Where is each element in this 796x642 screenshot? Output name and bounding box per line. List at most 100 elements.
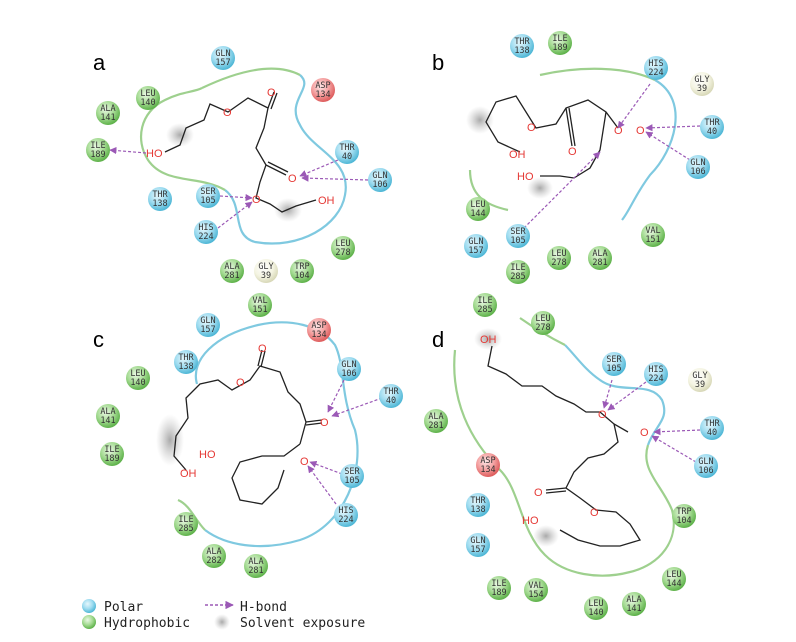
- atom-label: O: [252, 194, 261, 206]
- residue-number: 151: [645, 235, 660, 245]
- residue-name: LEU: [588, 599, 603, 609]
- residue-name: VAL: [528, 581, 543, 591]
- pocket-outline: [468, 67, 677, 221]
- residue-number: 157: [200, 325, 215, 335]
- residue-number: 151: [252, 305, 267, 315]
- residue-number: 140: [588, 608, 603, 618]
- residue-name: ASP: [315, 81, 330, 91]
- residue-number: 281: [592, 258, 607, 268]
- residue-name: VAL: [645, 226, 660, 236]
- residue-number: 281: [248, 566, 263, 576]
- residue-name: ALA: [626, 595, 641, 605]
- residue-name: THR: [339, 143, 355, 153]
- residue-number: 224: [338, 515, 353, 525]
- legend-label: Polar: [104, 600, 143, 615]
- hydrophobic-swatch-icon: [82, 615, 96, 629]
- residue-name: ALA: [100, 104, 115, 114]
- residue-number: 39: [261, 271, 271, 281]
- residue-name: GLY: [694, 75, 709, 85]
- residue-name: THR: [514, 37, 530, 47]
- ligand: [485, 95, 619, 179]
- residue-number: 224: [648, 68, 663, 78]
- ligand-atoms: OH O O O O HO: [480, 334, 649, 527]
- residue-name: GLN: [698, 457, 713, 467]
- residue-name: ILE: [552, 34, 567, 44]
- residue-name: HIS: [648, 59, 663, 69]
- residue-name: THR: [704, 118, 720, 128]
- hbond-lines: [109, 146, 369, 229]
- residue-number: 106: [690, 167, 705, 177]
- atom-label: O: [640, 427, 649, 439]
- residue-name: THR: [178, 353, 194, 363]
- residue-name: ALA: [248, 557, 263, 567]
- atom-label: OH: [318, 195, 335, 207]
- residue-name: ILE: [477, 296, 492, 306]
- residue-name: THR: [383, 387, 399, 397]
- residue-name: SER: [344, 467, 360, 477]
- residue-number: 104: [676, 516, 691, 526]
- atom-label: OH: [509, 149, 526, 161]
- solvent-exposure: [156, 414, 184, 466]
- residue-name: TRP: [676, 507, 691, 517]
- panel-label-d: d: [432, 327, 444, 352]
- ligand-atoms: O O O O HO OH: [180, 343, 329, 480]
- residue-number: 278: [535, 323, 550, 333]
- legend-item-hbond: H-bond: [205, 600, 287, 615]
- solvent-exposure-icon: [214, 614, 230, 630]
- residue-number: 140: [130, 378, 145, 388]
- residue-number: 39: [695, 380, 705, 390]
- pocket-outline: [139, 67, 347, 245]
- residue-number: 39: [697, 84, 707, 94]
- atom-label: O: [534, 487, 543, 499]
- residue-number: 281: [428, 421, 443, 431]
- residue-number: 134: [315, 90, 330, 100]
- residue-name: ILE: [491, 579, 506, 589]
- residue-number: 106: [372, 180, 387, 190]
- residue-number: 278: [335, 248, 350, 258]
- residue-name: ALA: [100, 407, 115, 417]
- atom-label: O: [568, 146, 577, 158]
- pocket-outline: [453, 317, 675, 577]
- residue-number: 140: [140, 98, 155, 108]
- residue-name: TRP: [294, 262, 309, 272]
- atom-label: HO: [199, 449, 216, 461]
- residue-name: LEU: [551, 249, 566, 259]
- residue-number: 224: [198, 232, 213, 242]
- residue-number: 144: [470, 209, 485, 219]
- residue-number: 281: [224, 271, 239, 281]
- residue-number: 189: [491, 588, 506, 598]
- residue-number: 157: [468, 246, 483, 256]
- residue-number: 105: [200, 196, 215, 206]
- legend-label: Hydrophobic: [104, 616, 190, 631]
- residue-name: GLN: [200, 316, 215, 326]
